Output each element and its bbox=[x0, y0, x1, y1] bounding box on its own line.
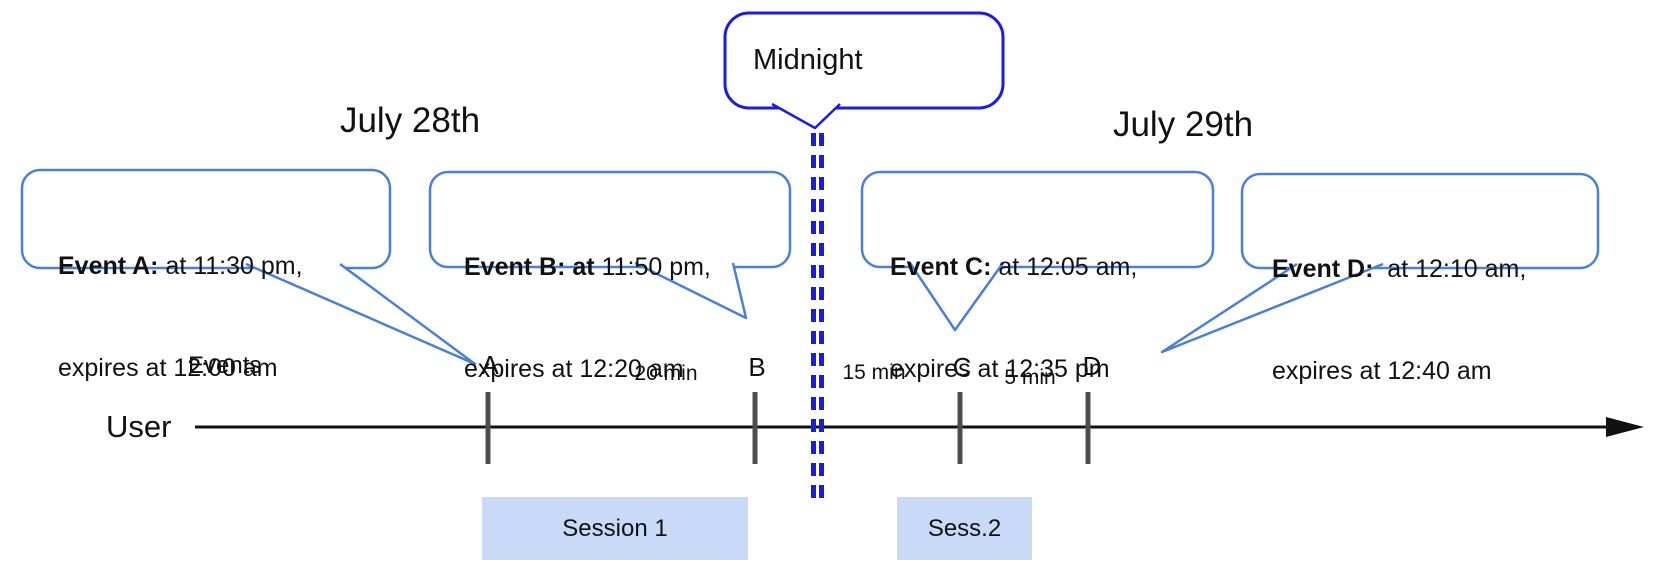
event-a-title: Event A: bbox=[58, 252, 159, 280]
date-right-label: July 29th bbox=[1112, 105, 1254, 144]
event-c-callout-tail bbox=[908, 262, 1005, 332]
event-a-callout-text: Event A: at 11:30 pm, expires at 12:00 a… bbox=[58, 181, 303, 453]
midnight-bubble bbox=[723, 11, 1005, 110]
event-d-callout-tail bbox=[1160, 262, 1384, 354]
event-c-line1: Event C: at 12:05 am, bbox=[890, 250, 1137, 284]
date-left-label: July 28th bbox=[339, 101, 481, 140]
tick-label-d: D bbox=[1082, 351, 1102, 381]
session-2-box: Sess.2 bbox=[897, 497, 1032, 560]
event-a-time: at 11:30 pm, bbox=[158, 252, 303, 280]
events-axis-label: Events bbox=[188, 352, 262, 379]
event-b-line2: expires at 12:20 am bbox=[464, 355, 684, 383]
event-c-callout-text: Event C: at 12:05 am, expires at 12:35 p… bbox=[890, 182, 1137, 454]
event-b-time: 11:50 pm, bbox=[594, 253, 711, 281]
event-a-bubble bbox=[20, 168, 392, 270]
event-a-line2: expires at 12:00 am bbox=[58, 354, 278, 382]
timeline-arrowhead-icon bbox=[1606, 417, 1644, 437]
event-c-line2: expires at 12:35 pm bbox=[890, 355, 1110, 383]
event-d-time: at 12:10 am, bbox=[1373, 255, 1527, 283]
tick-label-a: A bbox=[481, 350, 499, 380]
interval-20min-label: 20 min bbox=[634, 362, 698, 385]
event-a-line1: Event A: at 11:30 pm, bbox=[58, 249, 303, 283]
event-d-line2: expires at 12:40 am bbox=[1272, 357, 1492, 385]
user-axis-label: User bbox=[106, 409, 172, 444]
event-a-callout-tail bbox=[245, 262, 477, 366]
event-d-line1: Event D: at 12:10 am, bbox=[1272, 252, 1526, 286]
midnight-callout-tail bbox=[771, 102, 841, 130]
event-d-title: Event D: bbox=[1272, 255, 1374, 283]
event-b-line1: Event B: at 11:50 pm, bbox=[464, 250, 711, 284]
interval-15min-label: 15 min bbox=[842, 361, 906, 384]
session-1-box: Session 1 bbox=[482, 497, 748, 560]
event-c-bubble bbox=[860, 170, 1215, 269]
event-b-callout-text: Event B: at 11:50 pm, expires at 12:20 a… bbox=[464, 182, 711, 454]
midnight-label: Midnight bbox=[753, 44, 863, 76]
session-1-label: Session 1 bbox=[562, 514, 668, 542]
event-d-bubble bbox=[1240, 172, 1600, 270]
event-c-time: at 12:05 am, bbox=[991, 253, 1138, 281]
interval-5min-label: 5 min bbox=[1004, 366, 1056, 389]
tick-label-c: C bbox=[952, 352, 972, 382]
tick-label-b: B bbox=[748, 352, 766, 382]
event-c-title: Event C: bbox=[890, 253, 992, 281]
event-b-title: Event B: at bbox=[464, 253, 595, 281]
session-2-label: Sess.2 bbox=[927, 514, 1002, 542]
event-b-bubble bbox=[428, 170, 792, 269]
event-d-callout-text: Event D: at 12:10 am, expires at 12:40 a… bbox=[1272, 184, 1526, 456]
event-b-callout-tail bbox=[634, 261, 748, 320]
